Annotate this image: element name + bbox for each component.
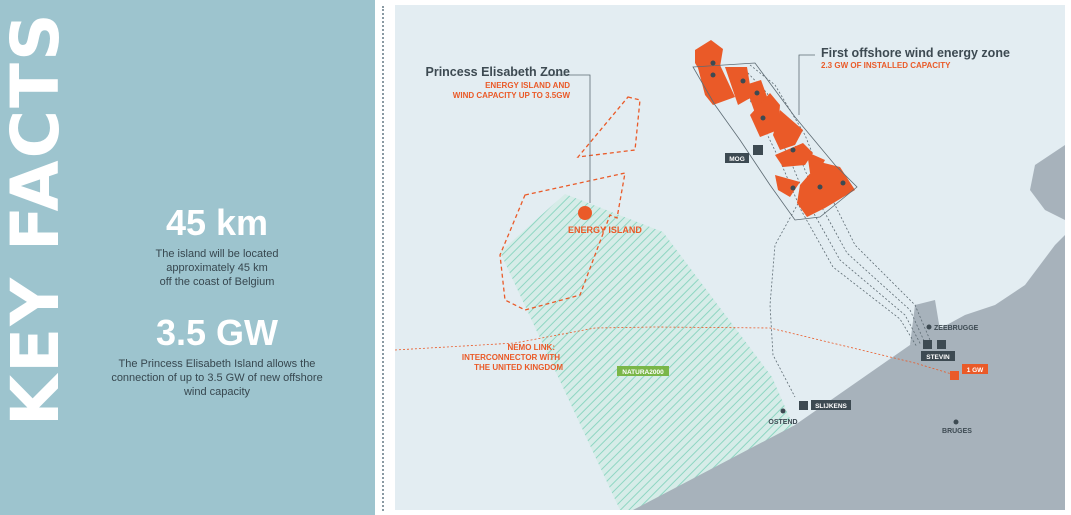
first-wind-zone (695, 40, 855, 217)
gw-label: 1 GW (967, 367, 984, 374)
stat-capacity-value: 3.5 GW (155, 312, 279, 353)
stevin-badge (921, 351, 955, 361)
mog-station-icon (753, 145, 763, 155)
key-facts-title: KEY FACTS (0, 11, 74, 426)
desc-line: The Princess Elisabeth Island allows the (118, 358, 316, 370)
stevin-label: STEVIN (926, 354, 950, 361)
pe-zone-outline (499, 96, 641, 311)
gw-badge (962, 364, 988, 374)
energy-island-label: ENERGY ISLAND (568, 225, 642, 235)
desc-line: off the coast of Belgium (159, 276, 275, 288)
desc-line: connection of up to 3.5 GW of new offsho… (111, 372, 323, 384)
bruges-label: BRUGES (942, 428, 972, 435)
pe-zone-title: Princess Elisabeth Zone (426, 65, 571, 79)
land-east (1030, 145, 1065, 220)
nemo-link-label-2: INTERCONNECTOR WITH (462, 353, 560, 362)
first-zone-subtitle: 2.3 GW OF INSTALLED CAPACITY (821, 61, 951, 70)
stat-distance: 45 km The island will be located approxi… (92, 203, 342, 289)
natura2000-area (500, 194, 795, 510)
stat-capacity: 3.5 GW The Princess Elisabeth Island all… (92, 313, 342, 399)
land (633, 235, 1065, 510)
pe-zone-leader (545, 74, 591, 203)
natura2000-badge (617, 366, 669, 376)
stat-distance-value: 45 km (165, 202, 269, 243)
zeebrugge-label: ZEEBRUGGE (934, 325, 979, 332)
nemo-link-label-3: THE UNITED KINGDOM (474, 363, 563, 372)
stat-capacity-description: The Princess Elisabeth Island allows the… (92, 357, 342, 399)
zeebrugge-port (910, 300, 940, 345)
ostend-dot (780, 408, 786, 414)
panel-divider (382, 6, 384, 511)
desc-line: approximately 45 km (166, 262, 268, 274)
first-zone-leader (798, 54, 815, 115)
natura2000-label: NATURA2000 (622, 369, 664, 376)
mog-badge (725, 153, 749, 163)
pe-zone-subtitle-2: WIND CAPACITY UP TO 3.5GW (453, 91, 571, 100)
bruges-dot (953, 419, 959, 425)
pe-zone-subtitle-1: ENERGY ISLAND AND (485, 81, 570, 90)
slijkens-label: SLIJKENS (815, 403, 847, 410)
stevin-station-icon (923, 340, 932, 349)
zeebrugge-dot (926, 324, 932, 330)
stat-distance-description: The island will be located approximately… (92, 247, 342, 289)
energy-island-marker (578, 206, 592, 220)
ostend-label: OSTEND (768, 419, 797, 426)
slijkens-station-icon (799, 401, 808, 410)
first-wind-zone-outline (692, 62, 858, 221)
mog-label: MOG (729, 156, 745, 163)
nemo-link-cable (395, 326, 956, 376)
stevin-station-icon (937, 340, 946, 349)
key-facts-panel: KEY FACTS 45 km The island will be locat… (0, 0, 375, 515)
nemo-link-label-1: NEMO LINK: (507, 343, 555, 352)
offshore-map: ENERGY ISLAND Princess Elisabeth Zone EN… (395, 5, 1065, 510)
slijkens-badge (811, 400, 851, 410)
turbine-dots (710, 60, 846, 191)
desc-line: wind capacity (183, 386, 251, 398)
desc-line: The island will be located (155, 248, 279, 260)
gw-station-icon (950, 371, 959, 380)
first-zone-title: First offshore wind energy zone (821, 46, 1010, 60)
